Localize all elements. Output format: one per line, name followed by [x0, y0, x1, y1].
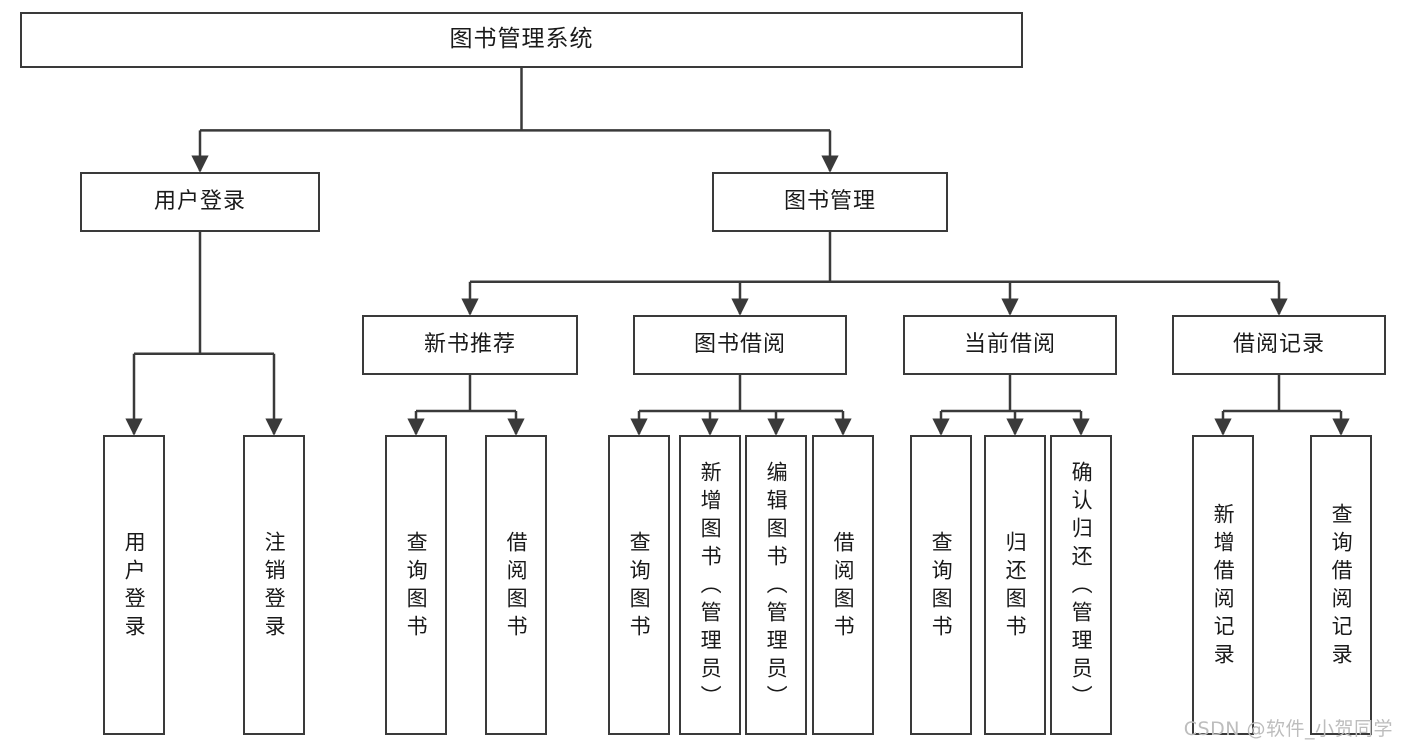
node-current[interactable]: 当前借阅 — [903, 315, 1117, 375]
node-label: 新增图书（管理员） — [698, 461, 723, 713]
node-bookmgmt[interactable]: 图书管理 — [712, 172, 948, 232]
watermark-label: CSDN @软件_小贺同学 — [1183, 718, 1393, 740]
node-label: 图书借阅 — [693, 331, 786, 357]
node-newbook[interactable]: 新书推荐 — [362, 315, 578, 375]
node-root[interactable]: 图书管理系统 — [20, 12, 1023, 68]
node-label: 查询图书 — [627, 531, 652, 643]
node-label: 用户登录 — [122, 531, 147, 643]
node-label: 查询借阅记录 — [1329, 503, 1354, 671]
node-leaf1[interactable]: 用户登录 — [103, 435, 165, 735]
node-label: 新书推荐 — [423, 331, 516, 357]
node-label: 借阅记录 — [1232, 331, 1325, 357]
node-leaf2[interactable]: 注销登录 — [243, 435, 305, 735]
node-leaf13[interactable]: 查询借阅记录 — [1310, 435, 1372, 735]
node-leaf7[interactable]: 编辑图书（管理员） — [745, 435, 807, 735]
node-leaf12[interactable]: 新增借阅记录 — [1192, 435, 1254, 735]
node-label: 查询图书 — [929, 531, 954, 643]
node-label: 当前借阅 — [963, 331, 1056, 357]
node-leaf10[interactable]: 归还图书 — [984, 435, 1046, 735]
node-login[interactable]: 用户登录 — [80, 172, 320, 232]
node-records[interactable]: 借阅记录 — [1172, 315, 1386, 375]
node-label: 图书管理系统 — [449, 26, 594, 53]
node-label: 查询图书 — [404, 531, 429, 643]
node-leaf5[interactable]: 查询图书 — [608, 435, 670, 735]
node-label: 确认归还（管理员） — [1069, 461, 1094, 713]
node-label: 借阅图书 — [831, 531, 856, 643]
node-leaf9[interactable]: 查询图书 — [910, 435, 972, 735]
node-label: 图书管理 — [783, 188, 876, 214]
node-label: 用户登录 — [153, 188, 246, 214]
node-leaf4[interactable]: 借阅图书 — [485, 435, 547, 735]
node-label: 编辑图书（管理员） — [764, 461, 789, 713]
node-leaf8[interactable]: 借阅图书 — [812, 435, 874, 735]
node-borrow[interactable]: 图书借阅 — [633, 315, 847, 375]
node-label: 归还图书 — [1003, 531, 1028, 643]
node-leaf11[interactable]: 确认归还（管理员） — [1050, 435, 1112, 735]
node-leaf3[interactable]: 查询图书 — [385, 435, 447, 735]
node-label: 新增借阅记录 — [1211, 503, 1236, 671]
node-label: 借阅图书 — [504, 531, 529, 643]
node-label: 注销登录 — [262, 531, 287, 643]
node-leaf6[interactable]: 新增图书（管理员） — [679, 435, 741, 735]
